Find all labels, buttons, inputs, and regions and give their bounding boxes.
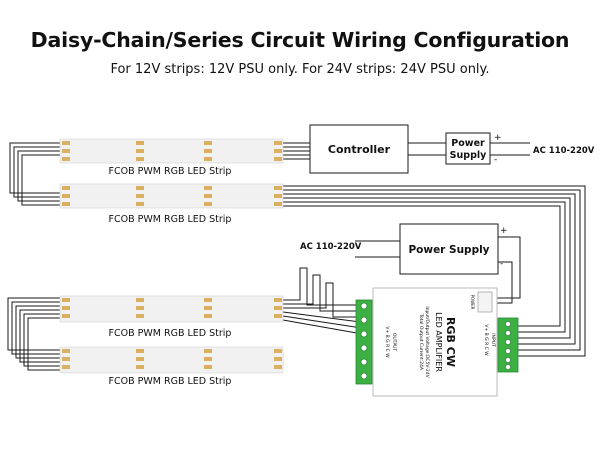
strip-4-label: FCOB PWM RGB LED Strip: [109, 376, 232, 387]
top-psu-minus: -: [494, 155, 497, 165]
led-strip-3: [59, 295, 284, 323]
strip-2-label: FCOB PWM RGB LED Strip: [109, 214, 232, 225]
amplifier-spec-voltage: Input/Output Voltage:DC5V-24V: [424, 306, 430, 378]
input-terminal-block: [497, 317, 519, 373]
amplifier-output-label: OUTPUT: [391, 333, 397, 352]
top-ac-label: AC 110-220V: [533, 146, 595, 156]
led-strip-4: [59, 346, 284, 374]
diagram-title: Daisy-Chain/Series Circuit Wiring Config…: [30, 28, 570, 52]
controller-label: Controller: [328, 143, 391, 156]
top-power-supply-box: [445, 132, 491, 165]
mid-psu-label: Power Supply: [408, 244, 489, 256]
amplifier-spec-current: Total Output Current:24A: [418, 313, 424, 371]
strip-3-label: FCOB PWM RGB LED Strip: [109, 328, 232, 339]
top-psu-line2: Supply: [450, 150, 487, 161]
amplifier-input-label: INPUT: [490, 333, 496, 347]
led-strip-2: [59, 183, 284, 209]
rgb-cw-amplifier: RGB CW LED AMPLIFIER Input/Output Voltag…: [355, 287, 519, 397]
top-psu-plus: +: [494, 133, 502, 143]
mid-ac-label: AC 110-220V: [300, 242, 362, 252]
amplifier-power-label: POWER: [470, 295, 475, 310]
amplifier-input-pins: V+ B G R C W: [483, 324, 489, 356]
diagram-subtitle: For 12V strips: 12V PSU only. For 24V st…: [110, 62, 490, 77]
output-terminal-block: [355, 299, 373, 385]
power-input-connector: [477, 291, 493, 313]
mid-psu-plus: +: [500, 226, 508, 236]
mid-power-supply-box: [399, 223, 499, 275]
wires: [7, 142, 586, 371]
top-psu-line1: Power: [451, 138, 485, 149]
strip-1-label: FCOB PWM RGB LED Strip: [109, 166, 232, 177]
controller-box: [309, 124, 409, 174]
amplifier-title: RGB CW: [444, 317, 457, 367]
amplifier-output-pins: V+ B G R C W: [384, 326, 390, 358]
amplifier-subtitle: LED AMPLIFIER: [434, 312, 443, 372]
led-strip-1: [59, 138, 284, 164]
mid-psu-minus: -: [500, 259, 503, 269]
